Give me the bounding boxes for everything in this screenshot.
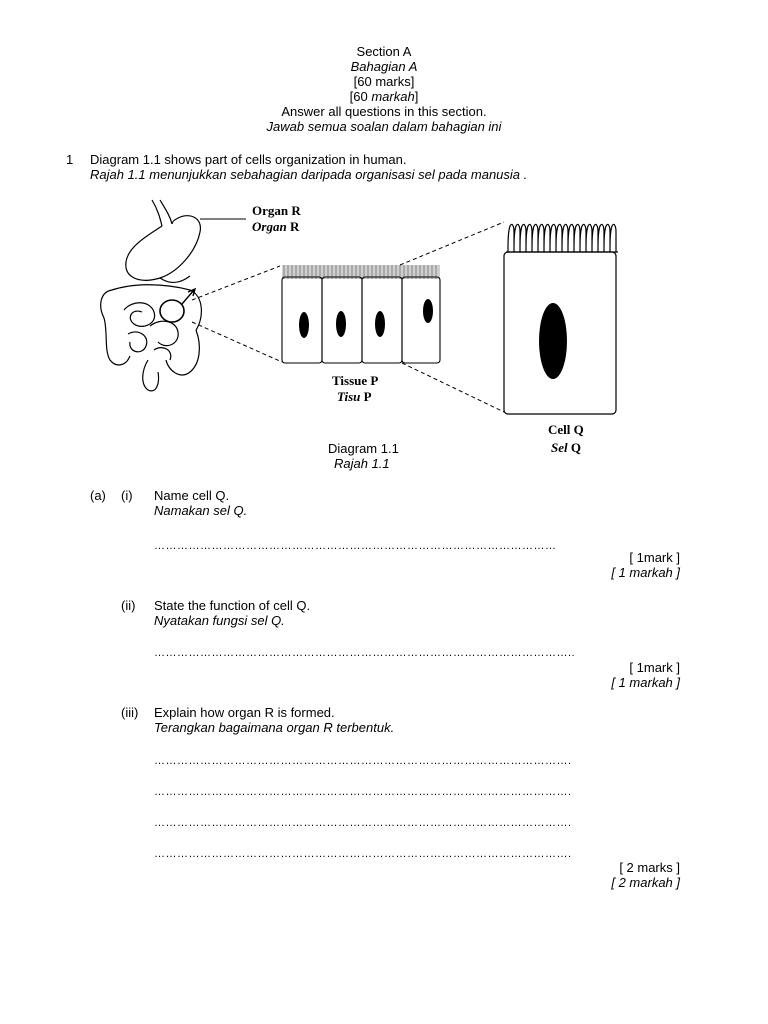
organ-r-label: Organ R: [252, 203, 301, 218]
part-a-label: (a): [90, 488, 106, 503]
cell-q-label: Cell Q: [548, 422, 584, 437]
sub-iii-label: (iii): [121, 705, 138, 720]
sub-ii-prompt-ms: Nyatakan fungsi sel Q.: [154, 613, 285, 628]
sub-ii-marks: [ 1mark ]: [629, 660, 680, 675]
sub-i-label: (i): [121, 488, 133, 503]
sub-ii-marks-ms: [ 1 markah ]: [611, 675, 680, 690]
answer-line[interactable]: ……………………………………………………………………………………………….: [154, 848, 674, 860]
organ-r-label-ms: Organ R: [252, 219, 300, 234]
sub-ii-prompt: State the function of cell Q.: [154, 598, 310, 613]
sub-iii-prompt: Explain how organ R is formed.: [154, 705, 335, 720]
diagram-caption-ms: Rajah 1.1: [334, 456, 390, 471]
answer-line[interactable]: ……………………………………………………………………………………………….: [154, 786, 674, 798]
answer-line[interactable]: ……………………………………………………………………………………………: [154, 540, 632, 552]
sub-iii-marks: [ 2 marks ]: [619, 860, 680, 875]
cell-q-label-ms: Sel Q: [551, 440, 581, 455]
sub-i-prompt: Name cell Q.: [154, 488, 229, 503]
answer-line[interactable]: ………………………………………………………………………………………………..: [154, 647, 674, 659]
tissue-p-drawing: [282, 265, 440, 363]
diagram-caption: Diagram 1.1: [328, 441, 399, 456]
sub-ii-label: (ii): [121, 598, 135, 613]
answer-line[interactable]: ……………………………………………………………………………………………….: [154, 817, 674, 829]
sub-iii-prompt-ms: Terangkan bagaimana organ R terbentuk.: [154, 720, 394, 735]
digestive-system-drawing: [101, 200, 202, 391]
sub-i-prompt-ms: Namakan sel Q.: [154, 503, 247, 518]
cell-q-drawing: [504, 224, 618, 414]
sub-i-marks-ms: [ 1 markah ]: [611, 565, 680, 580]
sub-iii-marks-ms: [ 2 markah ]: [611, 875, 680, 890]
answer-line[interactable]: ……………………………………………………………………………………………….: [154, 755, 674, 767]
cell-organization-diagram: Organ R Organ R Tissue P Tisu P Cell Q S…: [0, 0, 768, 480]
tissue-p-label: Tissue P: [332, 373, 378, 388]
sub-i-marks: [ 1mark ]: [629, 550, 680, 565]
tissue-p-label-ms: Tisu P: [337, 389, 372, 404]
